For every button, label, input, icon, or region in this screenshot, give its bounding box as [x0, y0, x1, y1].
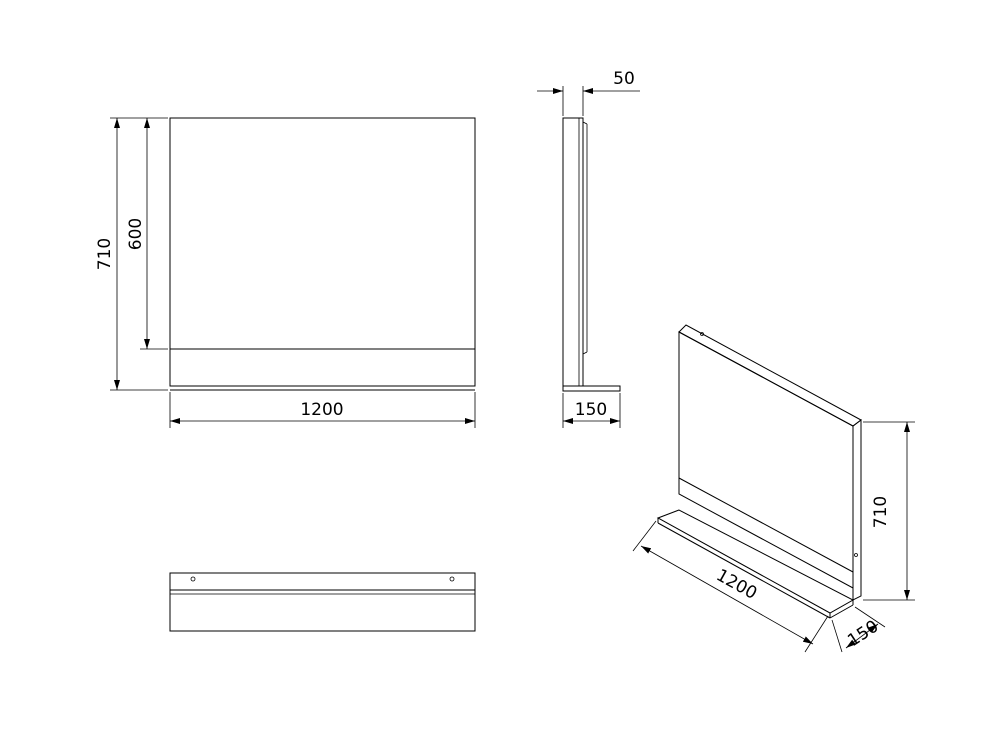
iso-base-shelf — [656, 509, 855, 614]
iso-width-label: 1200 — [713, 565, 761, 603]
front-width-label: 1200 — [300, 400, 343, 420]
front-panel — [169, 117, 476, 350]
iso-view — [656, 324, 862, 619]
front-height-panel-label: 600 — [126, 218, 146, 250]
front-height-total-label: 710 — [95, 238, 115, 270]
side-thickness-label: 50 — [613, 69, 635, 89]
iso-height-dimension: 710 — [863, 421, 915, 601]
top-view — [169, 572, 476, 632]
iso-panel-front — [678, 331, 854, 589]
front-width-dimension: 1200 — [169, 392, 476, 428]
side-depth-label: 150 — [575, 400, 607, 420]
iso-height-label: 710 — [871, 496, 891, 528]
front-height-panel-dimension: 600 — [126, 118, 168, 350]
front-view — [169, 117, 476, 391]
side-view — [562, 117, 621, 392]
side-panel — [562, 117, 584, 387]
top-outline — [169, 572, 476, 632]
top-hole-left — [190, 576, 196, 582]
iso-width-dimension: 1200 — [632, 520, 829, 653]
front-base-strip — [169, 348, 476, 387]
iso-depth-dimension: 150 — [831, 606, 886, 653]
iso-panel-side — [852, 419, 862, 601]
side-base-shelf — [562, 385, 621, 392]
side-thickness-dimension: 50 — [537, 69, 640, 116]
iso-panel-top — [678, 324, 862, 427]
front-height-total-dimension: 710 — [95, 117, 168, 391]
side-depth-dimension: 150 — [562, 393, 621, 428]
top-hole-right — [449, 576, 455, 582]
